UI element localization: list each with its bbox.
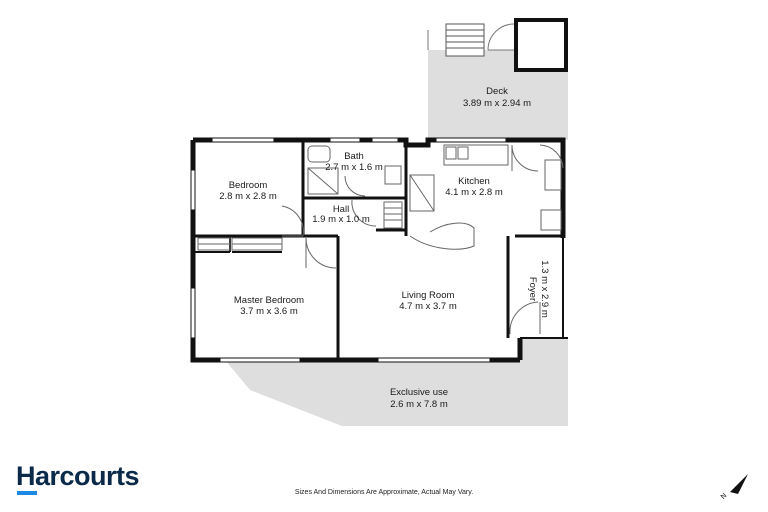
exclusive-use-label: Exclusive use [390, 387, 448, 398]
master-bedroom-dims: 3.7 m x 3.6 m [240, 306, 298, 317]
hall-label: Hall [333, 204, 349, 215]
deck-stairs [427, 23, 485, 57]
foyer-label: Foyer [527, 277, 538, 301]
bedroom-label: Bedroom [229, 180, 268, 191]
exclusive-use-dims: 2.6 m x 7.8 m [390, 399, 448, 410]
bedroom-dims: 2.8 m x 2.8 m [219, 191, 277, 202]
living-room-dims: 4.7 m x 3.7 m [399, 301, 457, 312]
north-label: N [720, 492, 729, 501]
windows [190, 137, 507, 363]
deck-storage [514, 18, 568, 72]
kitchen-dims: 4.1 m x 2.8 m [445, 187, 503, 198]
logo-accent-bar [17, 491, 37, 495]
bath-label: Bath [344, 151, 364, 162]
hall-dims: 1.9 m x 1.0 m [312, 214, 370, 225]
deck-door-swing [487, 23, 515, 51]
fixtures [197, 144, 564, 335]
interior-walls [193, 140, 563, 360]
exclusive-use-area [225, 338, 568, 426]
deck-area [428, 50, 568, 140]
foyer-dims: 1.3 m x 2.9 m [539, 260, 550, 318]
disclaimer-text: Sizes And Dimensions Are Approximate, Ac… [294, 489, 474, 496]
kitchen-label: Kitchen [458, 176, 490, 187]
bath-dims: 2.7 m x 1.6 m [325, 162, 383, 173]
north-arrow-icon: N [720, 474, 748, 501]
master-bedroom-label: Master Bedroom [234, 295, 304, 306]
deck-label: Deck [486, 86, 508, 97]
deck-dims: 3.89 m x 2.94 m [463, 98, 531, 109]
living-room-label: Living Room [402, 290, 455, 301]
harcourts-logo: Harcourts [16, 461, 140, 491]
